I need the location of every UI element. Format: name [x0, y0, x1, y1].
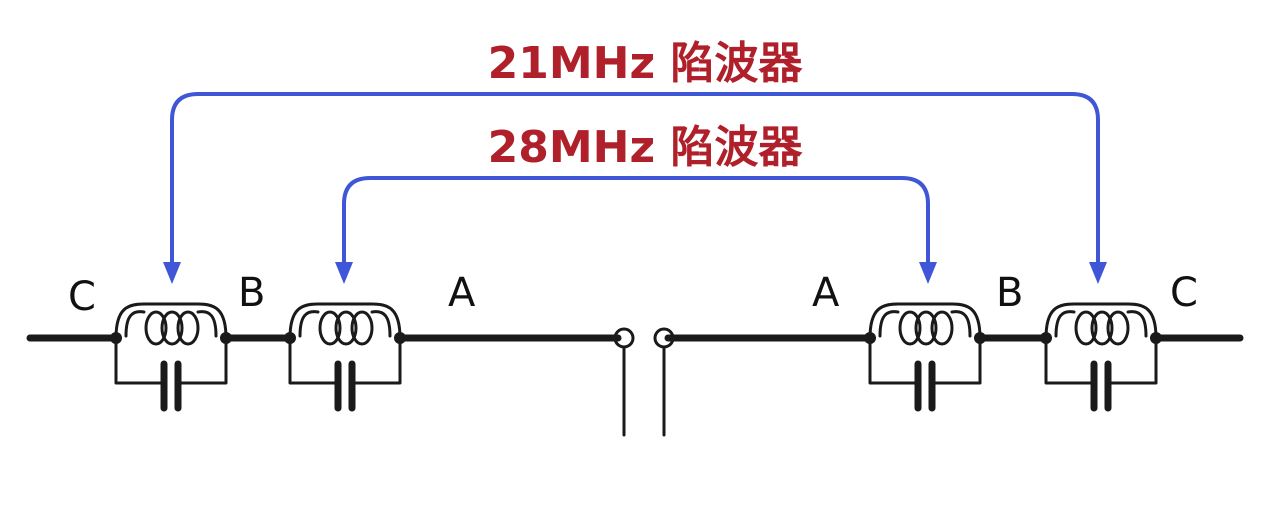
- arrow-28mhz: [335, 176, 937, 284]
- segment-c-right: C: [1170, 270, 1198, 316]
- arrow-21mhz: [163, 92, 1107, 284]
- trap-28mhz-right: [864, 304, 986, 408]
- trap-21mhz-left: [110, 304, 232, 408]
- segment-b-left: B: [238, 270, 265, 316]
- segment-c-left: C: [68, 274, 96, 320]
- segment-b-right: B: [996, 270, 1023, 316]
- segment-a-left: A: [448, 270, 476, 316]
- label-28mhz-trap: 28MHz 陷波器: [488, 122, 804, 173]
- feed-point: [613, 327, 675, 437]
- trap-21mhz-right: [1040, 304, 1162, 408]
- label-21mhz-trap: 21MHz 陷波器: [488, 38, 804, 89]
- trap-28mhz-left: [284, 304, 406, 408]
- segment-a-right: A: [812, 270, 840, 316]
